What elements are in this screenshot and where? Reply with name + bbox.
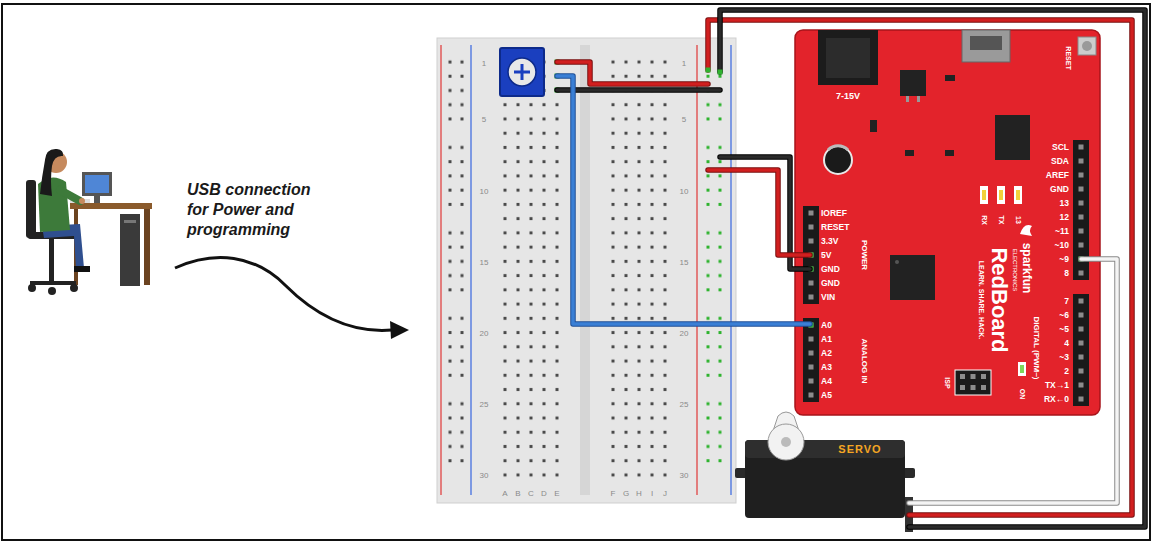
arrow-head — [390, 321, 409, 339]
pin-label: ~10 — [1055, 241, 1069, 250]
pin-label: SCL — [1052, 143, 1069, 152]
pin-label: IOREF — [821, 209, 847, 218]
person-at-computer — [26, 149, 152, 295]
button-label: RESET — [1065, 46, 1072, 69]
row-number: 1 — [482, 60, 486, 68]
column-letter: F — [611, 490, 616, 498]
pin-label: AREF — [1046, 171, 1069, 180]
pin-label: SDA — [1051, 157, 1069, 166]
pin-label: ~3 — [1059, 353, 1069, 362]
led-label: TX — [998, 216, 1005, 225]
redboard — [795, 30, 1100, 415]
pin-label: A5 — [821, 391, 832, 400]
pin-label: TX→1 — [1045, 381, 1069, 390]
row-number: 15 — [680, 259, 689, 267]
board-slogan: LEARN. SHARE. HACK. — [978, 261, 985, 340]
column-letter: G — [623, 490, 629, 498]
column-letter: C — [528, 490, 534, 498]
row-number: 10 — [680, 188, 689, 196]
pin-label: A2 — [821, 349, 832, 358]
pin-label: A0 — [821, 321, 832, 330]
voltage-label: 7-15V — [836, 92, 860, 101]
pin-label: 7 — [1064, 297, 1069, 306]
pin-label: GND — [1050, 185, 1069, 194]
header-title: DIGITAL (PWM~) — [1032, 316, 1040, 379]
row-number: 20 — [480, 330, 489, 338]
pin-label: 2 — [1064, 367, 1069, 376]
pin-label: 12 — [1060, 213, 1069, 222]
column-letter: J — [663, 490, 667, 498]
pin-label: ~11 — [1055, 227, 1069, 236]
column-letter: B — [515, 490, 520, 498]
header-title: POWER — [860, 240, 868, 270]
led-label: RX — [981, 215, 988, 225]
column-letter: D — [541, 490, 547, 498]
column-letter: A — [502, 490, 507, 498]
servo-motor — [735, 412, 915, 532]
row-number: 15 — [480, 259, 489, 267]
led-label: ON — [1019, 389, 1026, 400]
pin-label: RX←0 — [1044, 395, 1069, 404]
row-number: 20 — [680, 330, 689, 338]
pin-label: ~5 — [1059, 325, 1069, 334]
breadboard — [437, 38, 736, 503]
pin-label: ~9 — [1059, 255, 1069, 264]
row-number: 5 — [482, 116, 486, 124]
pin-label: GND — [821, 279, 840, 288]
pin-label: A3 — [821, 363, 832, 372]
row-number: 25 — [680, 401, 689, 409]
pin-label: ~6 — [1059, 311, 1069, 320]
wires — [557, 10, 1145, 527]
row-number: 30 — [680, 472, 689, 480]
pin-label: GND — [821, 265, 840, 274]
pin-label: RESET — [821, 223, 849, 232]
row-number: 1 — [682, 60, 686, 68]
row-number: 10 — [480, 188, 489, 196]
usb-arrow — [175, 258, 392, 331]
pin-label: A4 — [821, 377, 832, 386]
column-letter: H — [636, 490, 642, 498]
header-label: ISP — [944, 377, 951, 388]
pin-label: 5V — [821, 251, 831, 260]
row-number: 25 — [480, 401, 489, 409]
led-label: 13 — [1015, 216, 1022, 224]
servo-label: SERVO — [838, 444, 881, 455]
pin-label: 3.3V — [821, 237, 839, 246]
row-number: 30 — [480, 472, 489, 480]
pin-label: 4 — [1064, 339, 1069, 348]
pin-label: VIN — [821, 293, 835, 302]
column-letter: E — [554, 490, 559, 498]
board-name: RedBoard — [988, 247, 1010, 352]
row-number: 5 — [682, 116, 686, 124]
usb-note: USB connection for Power and programming — [187, 180, 322, 240]
brand-logo: ELECTRONICS — [1012, 249, 1018, 292]
frame — [2, 4, 1150, 540]
pin-label: A1 — [821, 335, 832, 344]
brand-logo: sparkfun — [1021, 243, 1033, 294]
header-title: ANALOG IN — [860, 339, 868, 384]
pin-label: 8 — [1064, 269, 1069, 278]
pin-label: 13 — [1060, 199, 1069, 208]
column-letter: I — [651, 490, 653, 498]
potentiometer — [500, 48, 544, 96]
